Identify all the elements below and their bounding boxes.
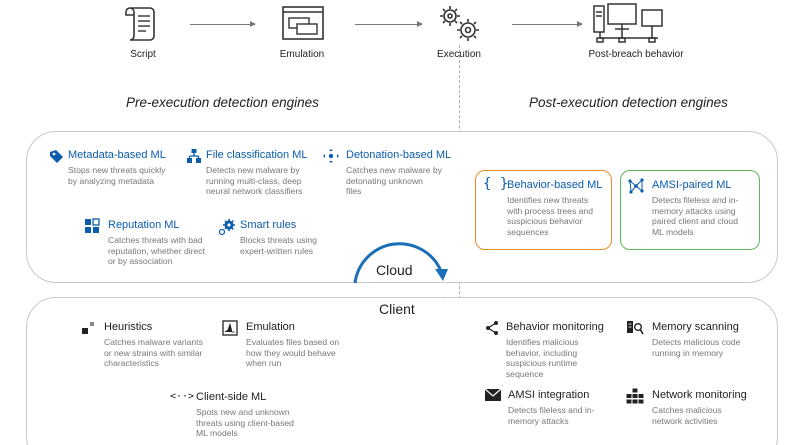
- amsi-integration-desc: Detects fileless and in- memory attacks: [508, 405, 595, 426]
- stage-emulation: Emulation: [279, 49, 325, 60]
- network-monitoring: Network monitoring Catches malicious net…: [626, 388, 766, 428]
- cloud-label: Cloud: [372, 262, 417, 278]
- gears-icon: [218, 219, 235, 236]
- envelope-icon: [484, 388, 502, 401]
- file-classification-ml-title: File classification ML: [206, 149, 308, 161]
- client-label: Client: [375, 301, 419, 317]
- computers-icon: [593, 3, 663, 43]
- pipeline: Script Emulation Execution: [0, 0, 800, 70]
- client-panel: [26, 297, 778, 445]
- hierarchy-icon: [187, 149, 201, 163]
- reputation-ml-title: Reputation ML: [108, 219, 180, 231]
- behavior-ml-box: [475, 170, 612, 250]
- amsi-paired-ml: AMSI-paired ML Detects fileless and in- …: [628, 178, 756, 246]
- memory-scan-icon: [627, 321, 644, 335]
- arrow-1: [190, 21, 256, 27]
- behavior-ml: { } Behavior-based ML Identifies new thr…: [483, 176, 608, 246]
- emulation-title: Emulation: [246, 321, 295, 333]
- post-execution-title: Post-execution detection engines: [529, 95, 728, 110]
- tag-icon: [50, 150, 63, 163]
- detonation-ml-title: Detonation-based ML: [346, 149, 452, 161]
- metadata-ml-title: Metadata-based ML: [68, 149, 166, 161]
- amsi-paired-ml-desc: Detects fileless and in- memory attacks …: [652, 195, 739, 237]
- network-monitoring-desc: Catches malicious network activities: [652, 405, 722, 426]
- arrow-2: [355, 21, 423, 27]
- pre-execution-title: Pre-execution detection engines: [126, 95, 319, 110]
- emulation-desc: Evaluates files based on how they would …: [246, 337, 340, 368]
- client-side-ml-title: Client-side ML: [196, 391, 267, 403]
- heuristics: Heuristics Catches malware variants or n…: [80, 320, 220, 370]
- reputation-icon: [85, 218, 100, 233]
- heuristics-icon: [82, 322, 94, 334]
- braces-icon: { }: [483, 176, 509, 192]
- emulation: Emulation Evaluates files based on how t…: [222, 320, 352, 370]
- detonation-icon: [323, 149, 339, 163]
- reputation-ml-desc: Catches threats with bad reputation, whe…: [108, 235, 205, 266]
- network-grid-icon: [626, 388, 644, 404]
- gears-execution-icon: [440, 6, 479, 41]
- code-icon: <··>: [170, 391, 195, 402]
- metadata-ml: Metadata-based ML Stops new threats quic…: [48, 148, 198, 198]
- behavior-monitoring: Behavior monitoring Identifies malicious…: [484, 320, 614, 380]
- emulation-icon: [222, 320, 238, 336]
- smart-rules-title: Smart rules: [240, 219, 297, 231]
- script-icon: [125, 7, 155, 41]
- metadata-ml-desc: Stops new threats quickly by analyzing m…: [68, 165, 166, 186]
- behavior-monitoring-title: Behavior monitoring: [506, 321, 604, 333]
- stage-script: Script: [130, 49, 156, 60]
- heuristics-title: Heuristics: [104, 321, 153, 333]
- detonation-ml-desc: Catches new malware by detonating unknow…: [346, 165, 443, 196]
- detonation-ml: Detonation-based ML Catches new malware …: [322, 148, 472, 208]
- network-icon: [628, 178, 644, 194]
- behavior-monitoring-desc: Identifies malicious behavior, including…: [506, 337, 579, 379]
- memory-scanning: Memory scanning Detects malicious code r…: [626, 320, 766, 360]
- share-icon: [486, 321, 498, 335]
- reputation-ml: Reputation ML Catches threats with bad r…: [84, 218, 224, 268]
- amsi-integration: AMSI integration Detects fileless and in…: [484, 388, 624, 428]
- stage-post-breach: Post-breach behavior: [588, 49, 684, 60]
- client-side-ml: <··> Client-side ML Spots new and unknow…: [170, 390, 320, 440]
- cycle-arrowhead-top: [435, 269, 448, 281]
- file-classification-ml-desc: Detects new malware by running multi-cla…: [206, 165, 303, 196]
- amsi-integration-title: AMSI integration: [508, 389, 590, 401]
- arrow-3: [512, 21, 583, 27]
- memory-scanning-title: Memory scanning: [652, 321, 739, 333]
- stage-execution: Execution: [437, 49, 481, 60]
- memory-scanning-desc: Detects malicious code running in memory: [652, 337, 741, 358]
- cycle-arrow-top: [353, 242, 443, 284]
- smart-rules: Smart rules Blocks threats using expert-…: [218, 218, 348, 258]
- network-monitoring-title: Network monitoring: [652, 389, 747, 401]
- heuristics-desc: Catches malware variants or new strains …: [104, 337, 203, 368]
- amsi-paired-ml-title: AMSI-paired ML: [652, 179, 732, 191]
- client-side-ml-desc: Spots new and unknown threats using clie…: [196, 407, 294, 438]
- smart-rules-desc: Blocks threats using expert-written rule…: [240, 235, 317, 256]
- emulation-window-icon: [282, 6, 324, 40]
- amsi-paired-ml-box: [620, 170, 760, 250]
- file-classification-ml: File classification ML Detects new malwa…: [186, 148, 336, 208]
- behavior-ml-desc: Identifies new threats with process tree…: [507, 195, 593, 237]
- behavior-ml-title: Behavior-based ML: [507, 179, 603, 191]
